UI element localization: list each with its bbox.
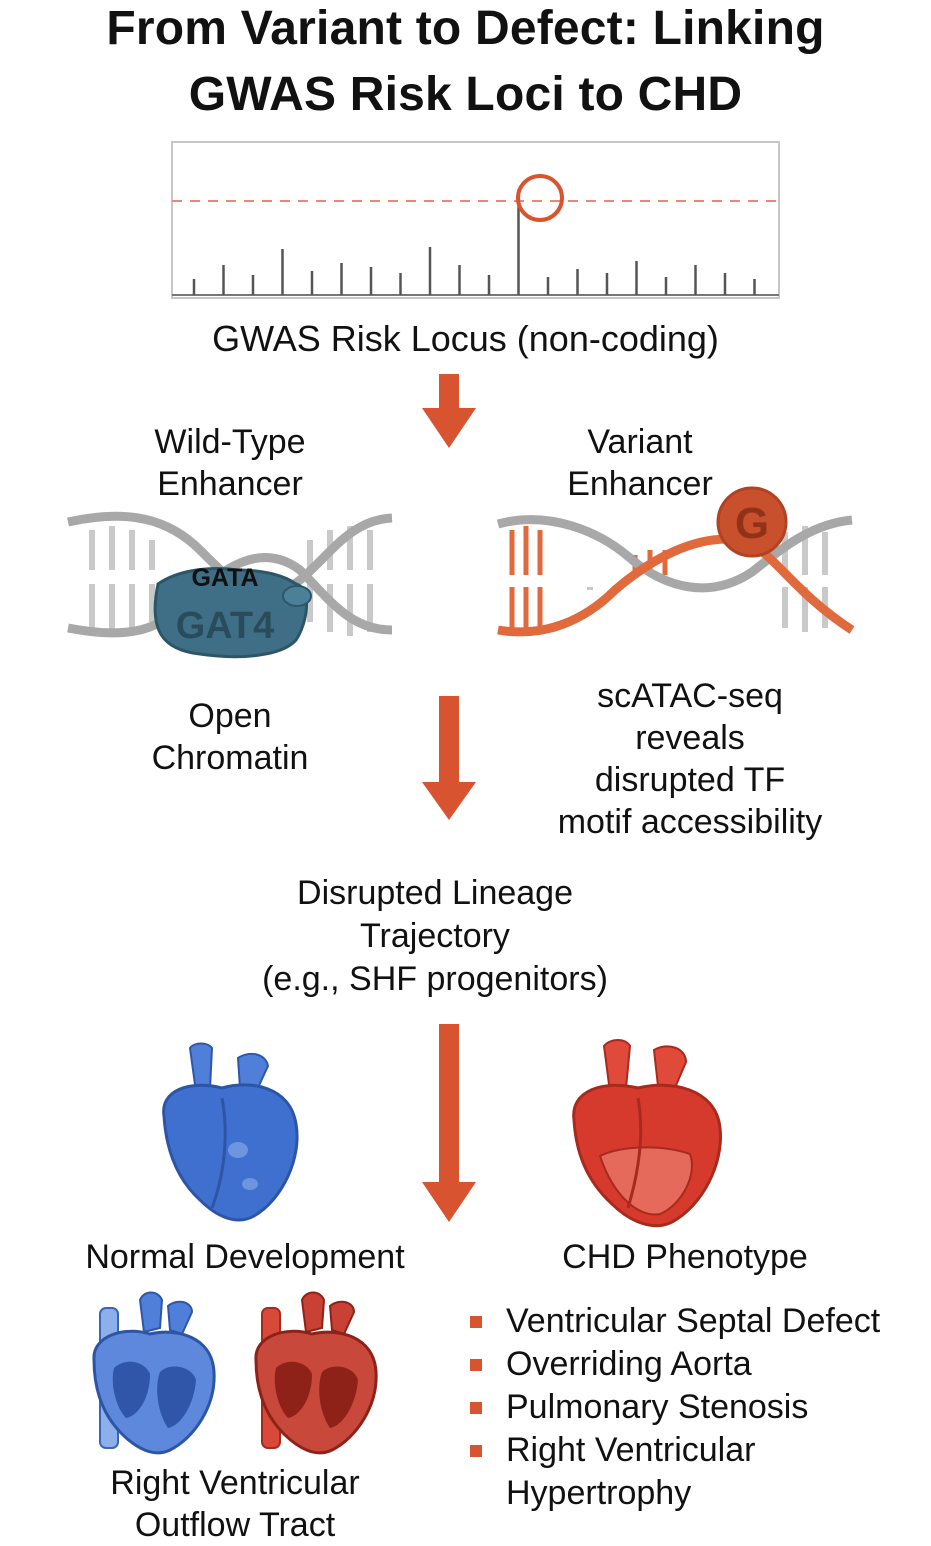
chd-phenotype-label: CHD Phenotype bbox=[562, 1238, 808, 1276]
bullet-square-icon bbox=[470, 1402, 482, 1414]
variant-title-line-2: Enhancer bbox=[567, 465, 713, 503]
variant-allele-label: G bbox=[735, 499, 769, 548]
phenotype-line-1: Pulmonary Stenosis bbox=[506, 1388, 809, 1426]
phenotype-item: Ventricular Septal Defect bbox=[468, 1300, 880, 1343]
down-arrow-icon bbox=[422, 374, 476, 448]
variant-desc-line-2: reveals bbox=[635, 719, 745, 757]
chd-rvot-heart-icon bbox=[254, 1291, 378, 1455]
gwas-locus-label: GWAS Risk Locus (non-coding) bbox=[212, 318, 719, 359]
variant-title-line-1: Variant bbox=[587, 423, 693, 461]
variant-allele-badge bbox=[716, 486, 788, 558]
gat4-protein-label: GAT4 bbox=[176, 605, 275, 647]
open-chromatin-line-2: Chromatin bbox=[151, 739, 309, 777]
bullet-square-icon bbox=[470, 1359, 482, 1371]
wild-type-title-line-1: Wild-Type bbox=[154, 423, 306, 461]
phenotype-line-1: Right Ventricular bbox=[506, 1431, 756, 1469]
bullet-square-icon bbox=[470, 1445, 482, 1457]
phenotype-list: Ventricular Septal Defect Overriding Aor… bbox=[468, 1300, 880, 1515]
gwas-locus-plot bbox=[171, 141, 780, 299]
down-arrow-icon bbox=[422, 1024, 476, 1222]
wild-type-title-line-2: Enhancer bbox=[157, 465, 303, 503]
gata-motif-label: GATA bbox=[191, 564, 258, 592]
variant-desc-line-4: motif accessibility bbox=[557, 803, 823, 841]
normal-development-label: Normal Development bbox=[85, 1238, 405, 1276]
gwas-plot-frame bbox=[171, 141, 780, 299]
open-chromatin-line-1: Open bbox=[188, 697, 272, 735]
trajectory-line-3: (e.g., SHF progenitors) bbox=[262, 960, 608, 998]
normal-heart-icon bbox=[162, 1042, 299, 1222]
phenotype-item: Overriding Aorta bbox=[468, 1343, 880, 1386]
phenotype-line-1: Overriding Aorta bbox=[506, 1345, 752, 1383]
risk-variant-circle-icon bbox=[516, 174, 564, 222]
chd-heart-icon bbox=[572, 1039, 722, 1228]
trajectory-line-2: Trajectory bbox=[360, 917, 510, 955]
phenotype-line-1: Ventricular Septal Defect bbox=[506, 1302, 881, 1340]
variant-desc-line-3: disrupted TF bbox=[594, 761, 786, 799]
gwas-tick-group bbox=[192, 199, 756, 295]
variant-desc-line-1: scATAC-seq bbox=[597, 677, 783, 715]
wild-type-dna-icon: GATA GAT4 bbox=[67, 511, 393, 659]
rvot-label-line-2: Outflow Tract bbox=[134, 1506, 336, 1544]
rvot-label-line-1: Right Ventricular bbox=[110, 1464, 360, 1502]
bullet-square-icon bbox=[470, 1316, 482, 1328]
title-line-2: GWAS Risk Loci to CHD bbox=[188, 68, 743, 121]
trajectory-line-1: Disrupted Lineage bbox=[297, 874, 573, 912]
phenotype-line-2: Hypertrophy bbox=[506, 1474, 692, 1512]
gata4-protein-shape bbox=[153, 567, 309, 659]
phenotype-item: Pulmonary Stenosis bbox=[468, 1386, 880, 1429]
title-line-1: From Variant to Defect: Linking bbox=[106, 2, 825, 55]
variant-dna-icon: G bbox=[496, 486, 860, 637]
down-arrow-icon bbox=[422, 696, 476, 820]
normal-rvot-heart-icon bbox=[92, 1291, 216, 1455]
